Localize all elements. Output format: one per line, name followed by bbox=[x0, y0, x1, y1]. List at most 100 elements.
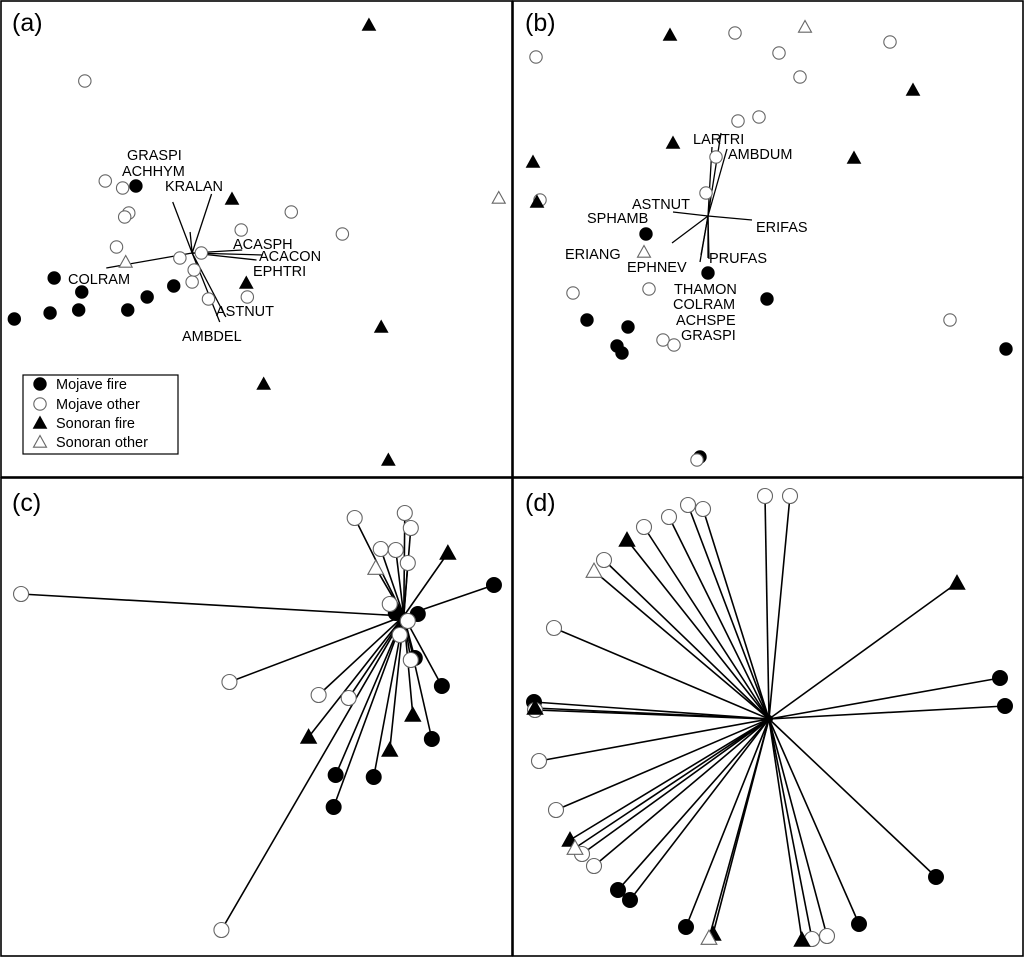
mojave-other-point bbox=[642, 282, 656, 296]
species-label-ephtri: EPHTRI bbox=[253, 264, 306, 280]
mojave-other-point bbox=[173, 251, 187, 265]
species-label-achhym: ACHHYM bbox=[122, 164, 185, 180]
spider-spoke bbox=[768, 718, 813, 940]
sonoran-fire-point bbox=[439, 544, 457, 560]
spider-spoke bbox=[20, 593, 404, 617]
mojave-other-point bbox=[818, 927, 836, 945]
spider-spoke bbox=[768, 718, 803, 941]
mojave-other-point bbox=[709, 150, 723, 164]
sonoran-other-point bbox=[797, 19, 813, 33]
species-label-eriang: ERIANG bbox=[565, 247, 621, 263]
spider-spoke bbox=[334, 615, 405, 776]
mojave-other-point bbox=[781, 487, 799, 505]
panel-b-frame bbox=[512, 0, 1024, 478]
spider-spoke bbox=[581, 718, 770, 855]
mojave-fire-point bbox=[999, 342, 1013, 356]
mojave-fire-point bbox=[678, 919, 694, 935]
mojave-other-point bbox=[185, 275, 199, 289]
mojave-fire-point bbox=[365, 769, 382, 785]
legend-symbol-mojave-other bbox=[33, 397, 47, 411]
panel-d: (d) bbox=[512, 477, 1024, 957]
spider-spoke bbox=[403, 552, 449, 617]
sonoran-other-point bbox=[636, 244, 652, 258]
species-label-ephnev: EPHNEV bbox=[627, 260, 687, 276]
panel-d-points bbox=[526, 487, 1013, 948]
mojave-other-point bbox=[728, 26, 742, 40]
spider-spoke bbox=[626, 539, 770, 720]
mojave-fire-point bbox=[47, 271, 61, 285]
mojave-other-point bbox=[635, 518, 653, 536]
mojave-fire-point bbox=[621, 320, 635, 334]
mojave-other-point bbox=[530, 752, 548, 770]
mojave-fire-point bbox=[423, 731, 440, 747]
sonoran-fire-point bbox=[526, 699, 544, 715]
species-vector bbox=[707, 215, 753, 221]
mojave-other-point bbox=[547, 801, 565, 819]
mojave-other-point bbox=[402, 519, 419, 537]
spider-spoke bbox=[394, 549, 405, 617]
sonoran-fire-point bbox=[529, 194, 545, 208]
species-vector bbox=[707, 148, 728, 217]
legend-label-sonoran-other: Sonoran other bbox=[56, 435, 148, 451]
legend-symbol-mojave-fire bbox=[33, 377, 47, 391]
spider-spoke bbox=[708, 718, 770, 939]
legend-symbols bbox=[32, 377, 48, 448]
species-label-lartri: LARTRI bbox=[693, 132, 744, 148]
mojave-other-point bbox=[731, 114, 745, 128]
spider-spoke bbox=[768, 677, 1001, 720]
spider-spoke bbox=[687, 504, 770, 720]
panel-c-frame bbox=[0, 477, 513, 957]
spider-spoke bbox=[553, 627, 770, 720]
species-label-astnut-b: ASTNUT bbox=[632, 197, 690, 213]
mojave-fire-point bbox=[121, 303, 135, 317]
mojave-other-point bbox=[679, 496, 697, 514]
mojave-other-point bbox=[694, 500, 712, 518]
mojave-other-point bbox=[793, 70, 807, 84]
spider-spoke bbox=[318, 615, 405, 696]
species-label-graspi: GRASPI bbox=[127, 148, 182, 164]
species-label-ambdel: AMBDEL bbox=[182, 329, 242, 345]
mojave-other-point bbox=[943, 313, 957, 327]
sonoran-fire-point bbox=[373, 319, 389, 333]
spider-spoke bbox=[220, 615, 405, 931]
sonoran-fire-point bbox=[381, 741, 399, 757]
panel-a: (a) GRASPI ACHHYM KRALAN ACASPH ACACON E… bbox=[0, 0, 513, 478]
mojave-other-point bbox=[399, 612, 416, 630]
mojave-other-point bbox=[566, 286, 580, 300]
sonoran-other-point bbox=[566, 838, 584, 855]
legend-label-mojave-other: Mojave other bbox=[56, 397, 140, 413]
mojave-other-point bbox=[595, 551, 613, 569]
sonoran-fire-point bbox=[662, 27, 678, 41]
panel-d-spokes bbox=[533, 495, 1006, 941]
mojave-other-point bbox=[115, 181, 130, 195]
mojave-other-point bbox=[752, 110, 766, 124]
mojave-fire-point bbox=[75, 285, 89, 299]
spider-spoke bbox=[593, 718, 770, 867]
sonoran-fire-point bbox=[948, 574, 966, 590]
group-centroid bbox=[765, 715, 773, 723]
spider-spoke bbox=[402, 562, 409, 617]
spider-spoke bbox=[685, 718, 770, 928]
spider-spoke bbox=[629, 718, 770, 901]
sonoran-fire-point bbox=[793, 931, 811, 947]
mojave-other-point bbox=[335, 227, 350, 241]
species-label-acasph: ACASPH bbox=[233, 237, 293, 253]
spider-spoke bbox=[603, 559, 770, 720]
mojave-other-point bbox=[78, 74, 92, 88]
spider-spoke bbox=[768, 718, 828, 937]
sonoran-fire-point bbox=[299, 728, 318, 744]
mojave-fire-point bbox=[851, 916, 867, 932]
species-label-kralan: KRALAN bbox=[165, 179, 223, 195]
legend-box bbox=[22, 374, 179, 455]
mojave-fire-point bbox=[760, 292, 774, 306]
species-label-achspe: ACHSPE bbox=[676, 313, 736, 329]
mojave-fire-point bbox=[580, 313, 594, 327]
mojave-fire-point bbox=[639, 227, 653, 241]
panel-a-species-labels: GRASPI ACHHYM KRALAN ACASPH ACACON EPHTR… bbox=[68, 148, 321, 345]
mojave-other-point bbox=[529, 50, 543, 64]
spider-spoke bbox=[617, 718, 770, 891]
spider-spoke bbox=[379, 548, 405, 617]
spider-spoke bbox=[555, 718, 770, 811]
mojave-other-point bbox=[213, 921, 230, 939]
mojave-fire-point bbox=[992, 670, 1008, 686]
